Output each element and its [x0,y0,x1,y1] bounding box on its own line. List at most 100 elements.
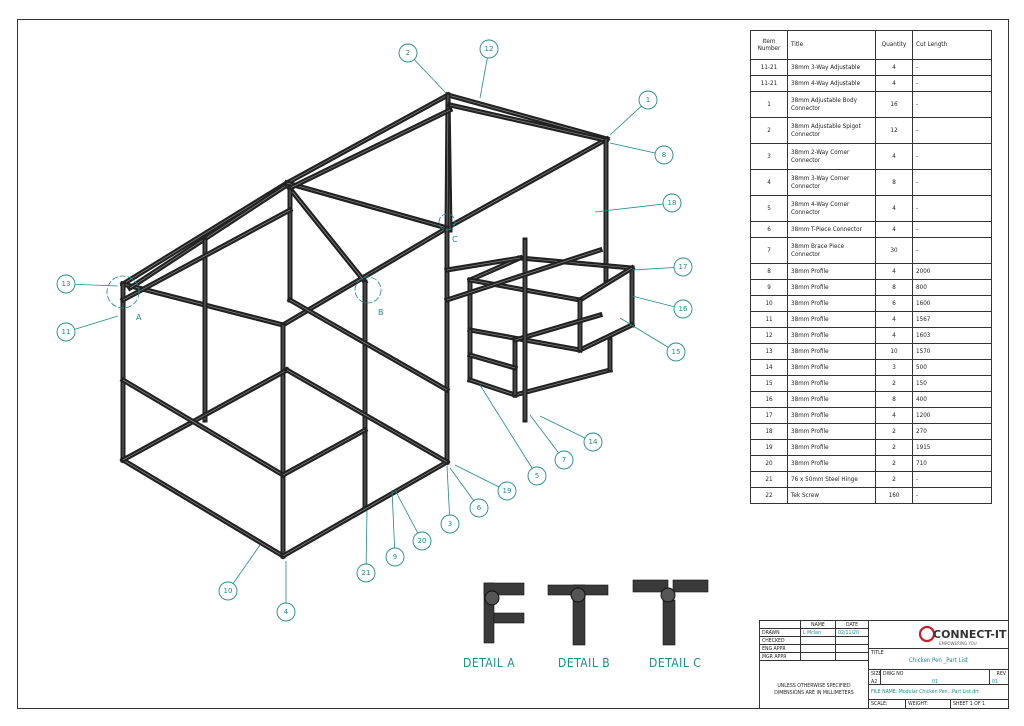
item-number-cell: 17 [750,407,788,424]
detail-circle [354,276,382,304]
title-cell: 38mm 2-Way Corner Connector [787,143,876,170]
quantity-cell: 2 [875,439,913,456]
quantity-cell: 4 [875,143,913,170]
balloon-13: 13 [56,274,76,294]
title-cell: 38mm T-Piece Connector [787,221,876,238]
profile-highlight [286,369,448,463]
item-number-cell: 14 [750,359,788,376]
profile-highlight [446,138,608,229]
balloon-label: 14 [589,438,598,446]
detail-connector [570,587,586,603]
header-title: Title [787,30,876,60]
cut-length-cell: 400 [912,391,992,408]
dwg-cell: DWG NO 01 [880,669,990,685]
detail-profile [493,612,525,624]
connect-it-logo: CONNECT-IT EMPOWERING YOU [918,625,1007,646]
title-cell: 38mm Profile [787,263,876,280]
cut-length-cell: 800 [912,279,992,296]
profile-highlight [449,104,606,141]
title-cell: 38mm Profile [787,343,876,360]
cut-length-cell: 1567 [912,311,992,328]
quantity-cell: 30 [875,237,913,264]
cut-length-cell: 1600 [912,295,992,312]
dwg-label: DWG NO [883,671,904,677]
quantity-cell: 6 [875,295,913,312]
cut-length-cell: 150 [912,375,992,392]
title-cell: 38mm Adjustable Spigot Connector [787,117,876,144]
balloon-label: 9 [393,553,397,561]
balloon-21: 21 [356,563,376,583]
balloon-5: 5 [527,466,547,486]
detail-marker-label: A [136,313,142,322]
header-cut-length: Cut Length [912,30,992,60]
item-number-cell: 10 [750,295,788,312]
item-number-cell: 8 [750,263,788,280]
cut-length-cell: 500 [912,359,992,376]
quantity-cell: 4 [875,407,913,424]
title-cell: 38mm Profile [787,279,876,296]
item-number-cell: 21 [750,471,788,488]
cut-length-cell: - [912,471,992,488]
title-cell: 76 x 50mm Steel Hinge [787,471,876,488]
profile-highlight [469,379,516,396]
profile-highlight [514,314,601,341]
balloon-label: 7 [562,456,566,464]
scale-label: SCALE: [868,699,906,709]
title-cell: 38mm Profile [787,327,876,344]
balloon-15: 15 [666,342,686,362]
detail-connector [660,587,676,603]
balloon-2: 2 [398,43,418,63]
profile-highlight [286,182,448,229]
balloon-label: 8 [662,151,666,159]
quantity-cell: 12 [875,117,913,144]
detail-view-a [483,582,525,644]
item-number-cell: 11-21 [750,59,788,76]
cut-length-cell: - [912,59,992,76]
title-cell: 38mm Profile [787,375,876,392]
profile-highlight [122,182,288,285]
profile-highlight [446,94,449,229]
item-number-cell: 1 [750,91,788,118]
quantity-cell: 2 [875,455,913,472]
quantity-cell: 4 [875,221,913,238]
balloon-label: 19 [503,487,512,495]
quantity-cell: 10 [875,343,913,360]
title-block: NAME DATE DRAWN L Mclan 02/11/20 CHECKED… [759,620,1009,709]
balloon-label: 11 [62,328,71,336]
title-cell: 38mm Adjustable Body Connector [787,91,876,118]
balloon-9: 9 [385,547,405,567]
cut-length-cell: - [912,143,992,170]
balloon-11: 11 [56,322,76,342]
detail-marker-label: B [378,308,384,317]
balloon-label: 10 [224,587,233,595]
quantity-cell: 4 [875,263,913,280]
parts-list-table: Item Number Title Quantity Cut Length 11… [750,30,992,504]
balloon-label: 13 [62,280,71,288]
balloon-label: 12 [485,45,494,53]
title-cell: 38mm 3-Way Corner Connector [787,169,876,196]
sheet-label: SHEET 1 OF 1 [950,699,1009,709]
item-number-cell: 2 [750,117,788,144]
profile-highlight [446,257,521,271]
frame-members [119,91,636,560]
detail-profile [632,579,669,593]
title-cell: 38mm Profile [787,359,876,376]
leader-line [446,465,451,525]
weight-label: WEIGHT: [905,699,951,709]
logo-box: CONNECT-IT EMPOWERING YOU [868,620,1009,649]
cut-length-cell: - [912,237,992,264]
cut-length-cell: 2000 [912,263,992,280]
profile-highlight [446,249,601,301]
balloon-6: 6 [469,498,489,518]
item-number-cell: 7 [750,237,788,264]
balloon-label: 16 [679,305,688,313]
